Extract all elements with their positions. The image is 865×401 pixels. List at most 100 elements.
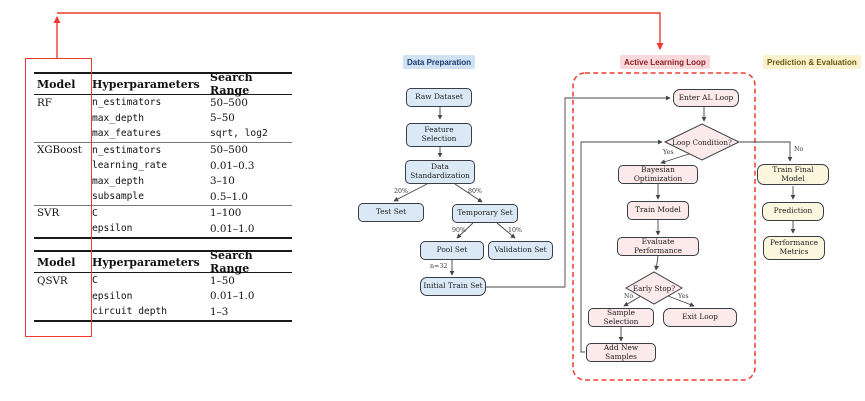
- edge-label-loop-no: No: [794, 146, 804, 153]
- model-cell: SVR: [37, 207, 60, 220]
- range-cell: 3–10: [210, 175, 235, 188]
- col-header-model: Model: [37, 77, 76, 91]
- table-row: epsilon 0.01–1.0: [34, 221, 292, 237]
- node-feature-selection: Feature Selection: [406, 123, 472, 147]
- range-cell: 0.01–1.0: [210, 290, 255, 303]
- edge-label-early-no: No: [624, 293, 634, 300]
- hyperparam-cell: max_features: [92, 128, 162, 140]
- col-header-search-range: Search Range: [210, 249, 253, 275]
- edge-earlystop-no-to-sample: [623, 295, 642, 307]
- table-row: subsample 0.5–1.0: [34, 189, 292, 205]
- range-cell: sqrt, log2: [210, 128, 268, 140]
- range-cell: 1–100: [210, 207, 242, 220]
- table-row: RF n_estimators 50–500: [34, 95, 292, 111]
- range-cell: 50–500: [210, 144, 248, 157]
- node-data-standardization: Data Standardization: [405, 160, 475, 184]
- node-evaluate-performance: Evaluate Performance: [617, 237, 699, 256]
- hyperparam-cell: circuit depth: [92, 306, 168, 318]
- range-cell: 5–50: [210, 112, 235, 125]
- hyperparam-cell: epsilon: [92, 290, 133, 302]
- table-row: circuit depth 1–3: [34, 304, 292, 320]
- node-sample-selection: Sample Selection: [588, 308, 654, 327]
- edge-evaluate-to-earlystop: [654, 255, 660, 271]
- node-exit-loop: Exit Loop: [663, 308, 737, 327]
- range-cell: 0.01–0.3: [210, 159, 255, 172]
- range-cell: 1–50: [210, 274, 235, 287]
- section-label-active-learning-loop: Active Learning Loop: [620, 55, 710, 69]
- edge-condition-no-to-final: [740, 141, 793, 162]
- node-train-final-model: Train Final Model: [757, 164, 829, 185]
- table-row: max_depth 5–50: [34, 111, 292, 127]
- range-cell: 1–3: [210, 305, 229, 318]
- range-cell: 0.01–1.0: [210, 222, 255, 235]
- hyperparam-table-quantum: Model Hyperparameters Search Range QSVR …: [34, 249, 292, 322]
- node-train-model: Train Model: [627, 201, 689, 220]
- edge-label-early-yes: Yes: [678, 293, 689, 300]
- edge-earlystop-yes-to-exit: [667, 295, 695, 307]
- table-row: SVR C 1–100: [34, 206, 292, 222]
- model-cell: QSVR: [37, 274, 68, 287]
- hyperparam-cell: C: [92, 275, 98, 287]
- table-midrule: [34, 272, 292, 273]
- red-reference-arrow: [53, 12, 664, 58]
- group-divider: [34, 141, 292, 143]
- edge-label-loop-yes: Yes: [663, 149, 674, 156]
- node-enter-al-loop: Enter AL Loop: [673, 89, 739, 107]
- edge-label-validation-split: 10%: [508, 227, 522, 234]
- hyperparam-cell: epsilon: [92, 223, 133, 235]
- table-bottomrule: [34, 236, 292, 239]
- node-performance-metrics: Performance Metrics: [763, 236, 825, 260]
- table-row: QSVR C 1–50: [34, 273, 292, 289]
- node-validation-set: Validation Set: [488, 241, 553, 260]
- range-cell: 0.5–1.0: [210, 190, 248, 203]
- edge-temporary-to-pool: [456, 222, 474, 239]
- model-cell: XGBoost: [37, 144, 82, 157]
- node-early-stop: Early Stop?: [632, 283, 676, 293]
- hyperparam-cell: n_estimators: [92, 97, 162, 109]
- col-header-hyperparameters: Hyperparameters: [92, 77, 200, 91]
- hyperparam-table-classical: Model Hyperparameters Search Range RF n_…: [34, 71, 292, 239]
- edge-standardization-to-temporary: [454, 183, 483, 203]
- edge-label-initial-n: n=32: [430, 263, 448, 270]
- hyperparam-cell: subsample: [92, 191, 144, 203]
- node-add-new-samples: Add New Samples: [586, 343, 656, 362]
- model-column-highlight-box: [25, 58, 92, 337]
- hyperparam-cell: C: [92, 207, 98, 219]
- al-loop-dashed-boundary: [572, 72, 756, 381]
- node-raw-dataset: Raw Dataset: [406, 88, 472, 107]
- table-row: max_features sqrt, log2: [34, 126, 292, 142]
- edge-temporary-to-validation: [496, 222, 516, 239]
- col-header-hyperparameters: Hyperparameters: [92, 255, 200, 269]
- edge-condition-yes-to-bayesian: [660, 152, 693, 165]
- table-row: epsilon 0.01–1.0: [34, 289, 292, 305]
- table-toprule: [34, 72, 292, 74]
- node-prediction: Prediction: [762, 202, 824, 221]
- node-initial-train-set: Initial Train Set: [420, 277, 486, 296]
- edge-initial-to-enter: [486, 95, 671, 288]
- table-row: max_depth 3–10: [34, 174, 292, 190]
- edge-addnew-back-to-condition: [580, 139, 663, 353]
- table-row: learning_rate 0.01–0.3: [34, 158, 292, 174]
- table-midrule: [34, 94, 292, 95]
- node-temporary-set: Temporary Set: [452, 204, 518, 223]
- early-stop-diamond: [624, 271, 684, 305]
- range-cell: 50–500: [210, 96, 248, 109]
- table-bottomrule: [34, 319, 292, 322]
- edge-label-test-split: 20%: [394, 188, 408, 195]
- edge-label-pool-split: 90%: [452, 227, 466, 234]
- node-pool-set: Pool Set: [420, 241, 484, 260]
- table-header-row: Model Hyperparameters Search Range: [34, 71, 292, 97]
- node-loop-condition: Loop Condition?: [672, 137, 732, 147]
- section-label-data-preparation: Data Preparation: [403, 55, 476, 69]
- edge-label-temp-split: 80%: [468, 188, 482, 195]
- table-row: XGBoost n_estimators 50–500: [34, 143, 292, 159]
- col-header-search-range: Search Range: [210, 71, 253, 97]
- model-cell: RF: [37, 96, 52, 109]
- edge-standardization-to-test: [393, 183, 428, 202]
- table-toprule: [34, 250, 292, 252]
- hyperparam-cell: max_depth: [92, 175, 144, 187]
- hyperparam-cell: learning_rate: [92, 160, 168, 172]
- section-label-prediction-evaluation: Prediction & Evaluation: [763, 55, 861, 69]
